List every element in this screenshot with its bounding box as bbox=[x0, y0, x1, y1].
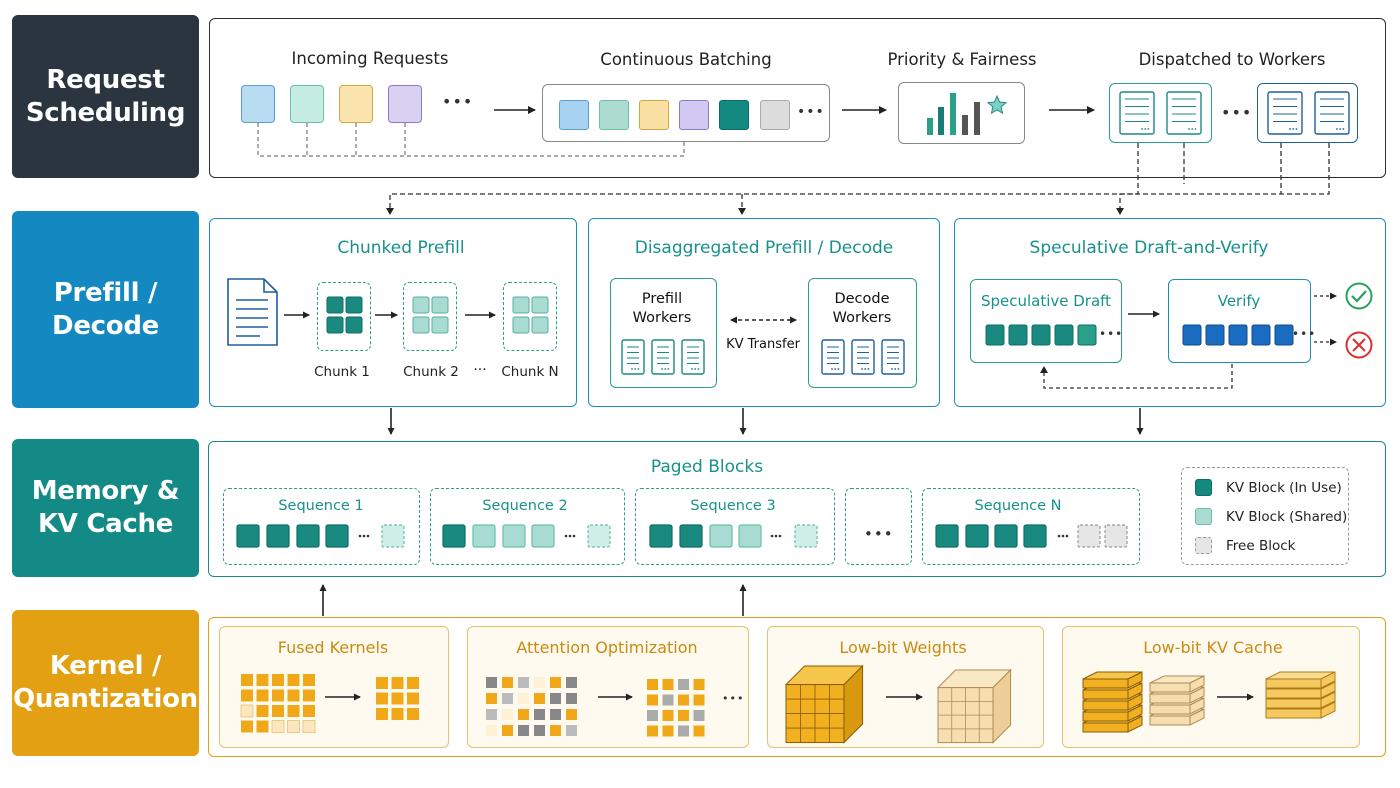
batch-block bbox=[719, 100, 749, 130]
legend-shared-label: KV Block (Shared) bbox=[1226, 509, 1348, 525]
legend-in-use-label: KV Block (In Use) bbox=[1226, 480, 1342, 496]
request-block-icon bbox=[339, 85, 373, 123]
legend-free-label: Free Block bbox=[1226, 538, 1296, 554]
attention-ellipsis: ••• bbox=[722, 692, 745, 705]
chunk-n-label: Chunk N bbox=[501, 364, 559, 380]
chunk-n-box bbox=[503, 282, 557, 351]
worker-group-teal bbox=[1109, 83, 1212, 143]
row-label-memory: Memory & KV Cache bbox=[12, 439, 199, 577]
chunk-ellipsis: ··· bbox=[473, 362, 487, 378]
paged-blocks-title: Paged Blocks bbox=[650, 457, 764, 477]
sequence-more-box bbox=[845, 488, 912, 565]
dispatch-arrowhead bbox=[1116, 208, 1124, 215]
dispatch-ellipsis: ••• bbox=[1221, 103, 1253, 122]
verify-box bbox=[1168, 279, 1311, 363]
row-label-scheduling: Request Scheduling bbox=[12, 15, 199, 178]
verify-ellipsis: ••• bbox=[1292, 327, 1317, 341]
speculative-title: Speculative Draft-and-Verify bbox=[1029, 238, 1269, 258]
dispatched-workers-title: Dispatched to Workers bbox=[1138, 50, 1326, 69]
request-block-icon bbox=[241, 85, 275, 123]
batching-ellipsis: ••• bbox=[797, 104, 825, 120]
legend-shared-swatch bbox=[1195, 508, 1212, 525]
speculative-draft-label: Speculative Draft bbox=[980, 292, 1112, 310]
disaggregated-title: Disaggregated Prefill / Decode bbox=[634, 238, 894, 258]
draft-ellipsis: ••• bbox=[1099, 327, 1124, 341]
verify-label: Verify bbox=[1217, 292, 1261, 310]
low-bit-weights-title: Low-bit Weights bbox=[839, 638, 967, 657]
request-block-icon bbox=[290, 85, 324, 123]
sequence-1-label: Sequence 1 bbox=[278, 498, 364, 514]
batch-block bbox=[679, 100, 709, 130]
prefill-workers-label: Prefill Workers bbox=[632, 291, 692, 326]
batch-block bbox=[760, 100, 790, 130]
row-label-prefill: Prefill / Decode bbox=[12, 211, 199, 408]
sequence-2-label: Sequence 2 bbox=[482, 498, 568, 514]
incoming-requests-title: Incoming Requests bbox=[291, 49, 449, 68]
worker-group-navy bbox=[1257, 83, 1358, 143]
incoming-ellipsis: ••• bbox=[442, 92, 474, 111]
continuous-batching-title: Continuous Batching bbox=[600, 50, 772, 69]
sequence-n-label: Sequence N bbox=[974, 498, 1062, 514]
sequences-ellipsis: ••• bbox=[864, 525, 894, 543]
low-bit-kv-cache-title: Low-bit KV Cache bbox=[1143, 638, 1283, 657]
priority-fairness-title: Priority & Fairness bbox=[887, 50, 1037, 69]
speculative-draft-box bbox=[970, 279, 1122, 363]
legend-in-use-swatch bbox=[1195, 479, 1212, 496]
fused-kernels-title: Fused Kernels bbox=[277, 638, 389, 657]
decode-workers-label: Decode Workers bbox=[832, 291, 892, 326]
batch-block bbox=[639, 100, 669, 130]
dispatch-arrowhead bbox=[386, 208, 394, 215]
chunk-1-box bbox=[317, 282, 371, 351]
batch-block bbox=[599, 100, 629, 130]
chunk-2-box bbox=[403, 282, 457, 351]
chunk-2-label: Chunk 2 bbox=[403, 364, 459, 380]
dispatch-arrowhead bbox=[738, 208, 746, 215]
priority-box bbox=[898, 82, 1025, 144]
kv-transfer-label: KV Transfer bbox=[726, 337, 800, 352]
sequence-3-label: Sequence 3 bbox=[690, 498, 776, 514]
batch-block bbox=[559, 100, 589, 130]
legend-free-swatch bbox=[1195, 537, 1212, 554]
chunk-1-label: Chunk 1 bbox=[314, 364, 370, 380]
chunked-prefill-title: Chunked Prefill bbox=[337, 238, 465, 258]
request-block-icon bbox=[388, 85, 422, 123]
attention-optimization-title: Attention Optimization bbox=[516, 638, 698, 657]
row-label-kernel: Kernel / Quantization bbox=[12, 610, 199, 756]
